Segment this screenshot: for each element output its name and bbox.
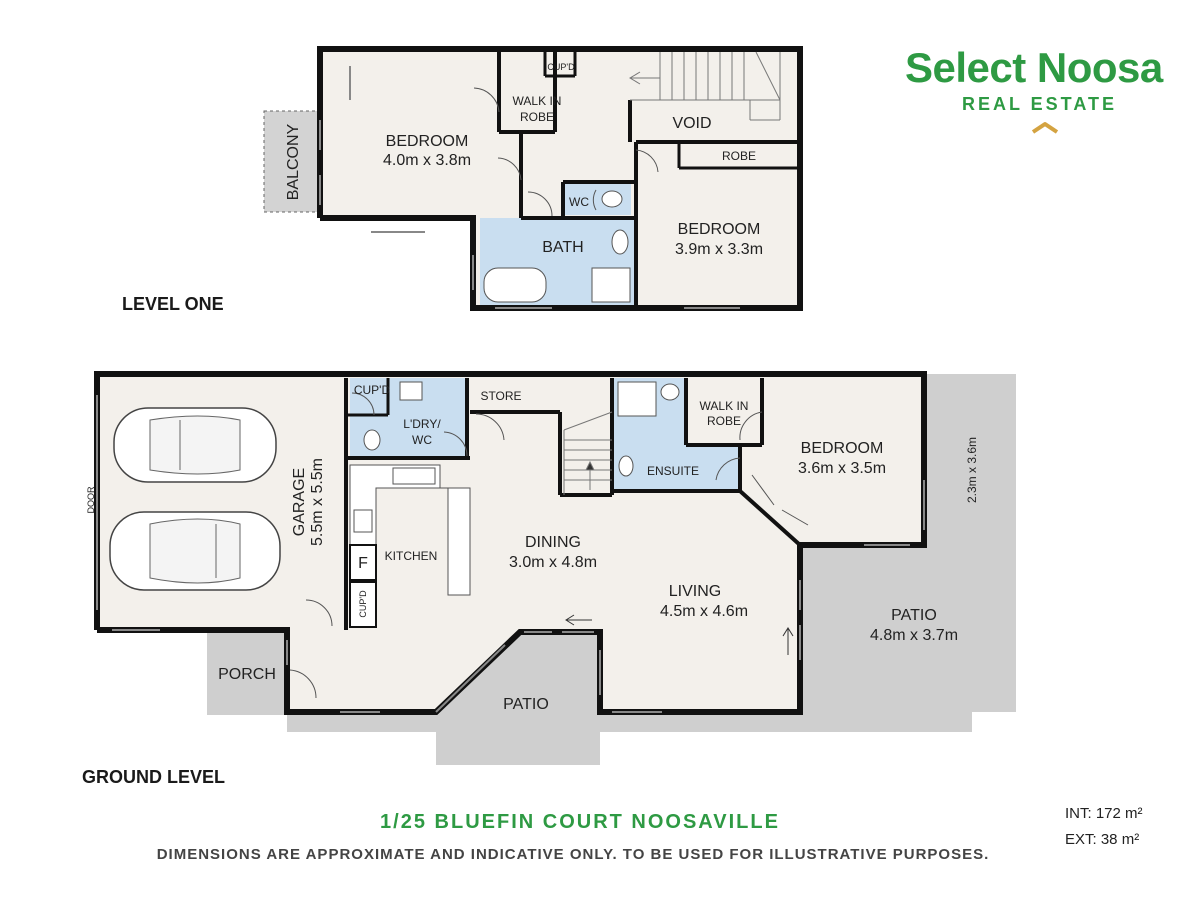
walk-in-robe-line1: WALK IN (513, 94, 562, 108)
stairs-ground (563, 411, 613, 495)
garage-door-label: DOOR (86, 486, 96, 514)
property-address: 1/25 BLUEFIN COURT NOOSAVILLE (380, 811, 780, 833)
wc-upper-label: WC (569, 195, 589, 209)
garage-dims: 5.5m x 5.5m (309, 458, 326, 546)
bedroom-ground-dims: 3.6m x 3.5m (798, 460, 886, 477)
laundry-tub (399, 381, 423, 401)
car-top (113, 407, 277, 483)
laundry-line2: WC (412, 433, 432, 447)
level-one-outer-wall (317, 46, 803, 311)
porch-area (207, 630, 287, 715)
rear-patio-area (800, 374, 1016, 712)
door-store (475, 413, 505, 441)
robe-label: ROBE (722, 149, 756, 163)
ensuite-shower (617, 381, 657, 417)
walk-in-robe-line2: ROBE (520, 110, 554, 124)
stairs-upper (629, 51, 781, 121)
door-bedroom (497, 157, 522, 181)
patio-front-label: PATIO (503, 696, 549, 713)
disclaimer: DIMENSIONS ARE APPROXIMATE AND INDICATIV… (156, 846, 990, 863)
level-one-title: LEVEL ONE (122, 294, 224, 314)
ground-level-plan: GARAGE 5.5m x 5.5m DOOR CUP'D L'DRY/ WC … (82, 371, 1016, 787)
door-garage (305, 599, 333, 627)
fridge-label: F (358, 555, 368, 572)
front-patio-area (436, 632, 600, 765)
door-bedroom-ground (751, 474, 809, 526)
door-bath (527, 191, 553, 217)
bath-label: BATH (542, 239, 583, 256)
cooktop (353, 509, 373, 533)
toilet-laundry (363, 429, 381, 451)
door-ensuite (715, 457, 741, 481)
balcony-label: BALCONY (285, 123, 302, 200)
roof-icon (1031, 122, 1059, 134)
bedroom-two-dims: 3.9m x 3.3m (675, 241, 763, 258)
external-area: EXT: 38 m² (1065, 831, 1140, 848)
dining-name: DINING (525, 534, 581, 551)
brand-tagline: REAL ESTATE (962, 94, 1118, 114)
balcony-area (264, 111, 320, 212)
door-wc (592, 189, 597, 211)
cupboard-upper: CUP'D (547, 62, 575, 72)
internal-area: INT: 172 m² (1065, 805, 1143, 822)
ground-level-title: GROUND LEVEL (82, 767, 225, 787)
cupboard-kitchen-label: CUP'D (358, 590, 368, 618)
door-laundry (443, 431, 468, 457)
porch-label: PORCH (218, 666, 276, 683)
bedroom-two-name: BEDROOM (678, 221, 761, 238)
pantry-cupboard (349, 581, 377, 628)
toilet-upper (601, 190, 623, 208)
garage-name: GARAGE (291, 468, 308, 536)
vanity-basin (611, 229, 629, 255)
dining-dims: 3.0m x 4.8m (509, 554, 597, 571)
living-name: LIVING (669, 583, 721, 600)
store-label: STORE (480, 389, 521, 403)
living-dims: 4.5m x 4.6m (660, 603, 748, 620)
ground-outer-wall (94, 371, 927, 715)
cupboard-laundry-label: CUP'D (354, 383, 391, 397)
door-robe (473, 87, 500, 113)
patio-rear-dims: 4.8m x 3.7m (870, 627, 958, 644)
door-entry (289, 669, 317, 699)
laundry-line1: L'DRY/ (403, 417, 441, 431)
shower (591, 267, 631, 303)
ensuite-basin (618, 455, 634, 477)
bedroom-main-dims: 4.0m x 3.8m (383, 152, 471, 169)
bathtub (483, 267, 547, 303)
walk-in-robe-ground-line2: ROBE (707, 414, 741, 428)
car-bottom (109, 511, 281, 591)
fridge (349, 544, 377, 581)
ensuite-label: ENSUITE (647, 464, 699, 478)
patio-rear-name: PATIO (891, 607, 937, 624)
kitchen-label: KITCHEN (385, 549, 438, 563)
kitchen-sink (392, 467, 436, 485)
side-area-dims: 2.3m x 3.6m (965, 437, 979, 503)
door-bedroom-two (635, 149, 659, 173)
door-robe-ground (739, 411, 763, 441)
door-cupboard (351, 392, 375, 416)
toilet-ensuite (660, 383, 680, 401)
void-label: VOID (672, 115, 711, 132)
level-one-plan: BEDROOM 4.0m x 3.8m WALK IN ROBE CUP'D V… (122, 46, 803, 314)
walk-in-robe-ground-line1: WALK IN (700, 399, 749, 413)
brand-name: Select Noosa (905, 44, 1163, 91)
bedroom-main-name: BEDROOM (386, 133, 469, 150)
level-one-floor (320, 49, 800, 308)
bedroom-ground-name: BEDROOM (801, 440, 884, 457)
